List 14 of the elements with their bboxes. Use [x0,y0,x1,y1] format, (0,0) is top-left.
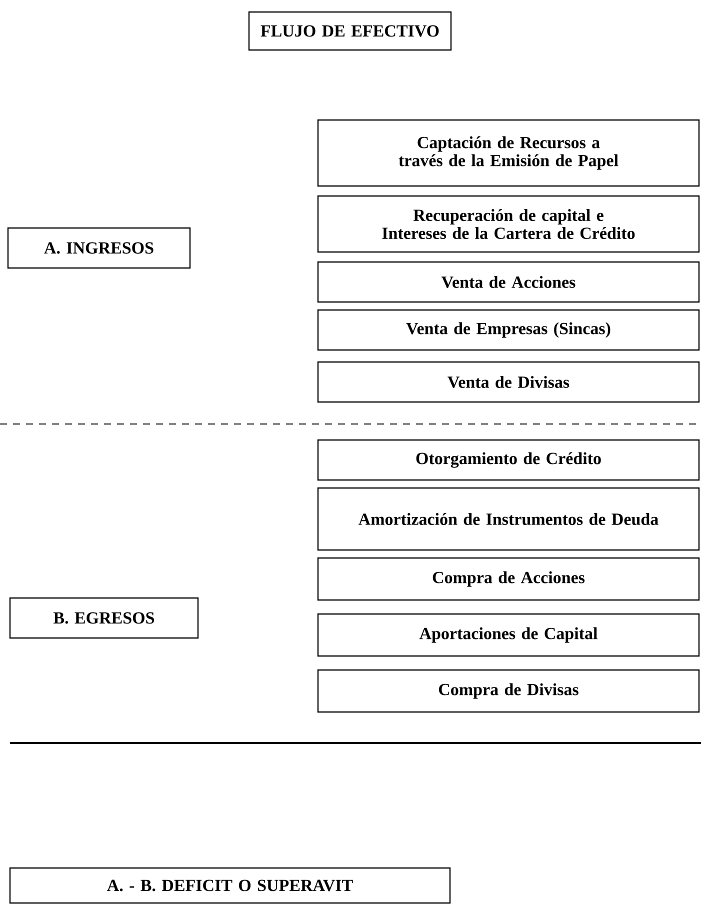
text-box: Otorgamiento de Crédito [317,439,700,481]
text-box: Venta de Divisas [317,361,700,403]
text-box: Venta de Acciones [317,261,700,303]
text-box: Venta de Empresas (Sincas) [317,309,700,351]
text-box: Recuperación de capital e Intereses de la Cartera de Crédito [317,195,700,253]
text-box: B. EGRESOS [9,597,199,639]
text-box: A. INGRESOS [7,227,191,269]
text-box: A. - B. DEFICIT O SUPERAVIT [9,867,451,904]
text-box: Compra de Acciones [317,557,700,601]
heading-box: FLUJO DE EFECTIVO [248,11,452,51]
text-box: Amortización de Instrumentos de Deuda [317,487,700,551]
text-box: Captación de Recursos a través de la Emisión de Papel [317,119,700,187]
text-box: Compra de Divisas [317,669,700,713]
text-box: Aportaciones de Capital [317,613,700,657]
